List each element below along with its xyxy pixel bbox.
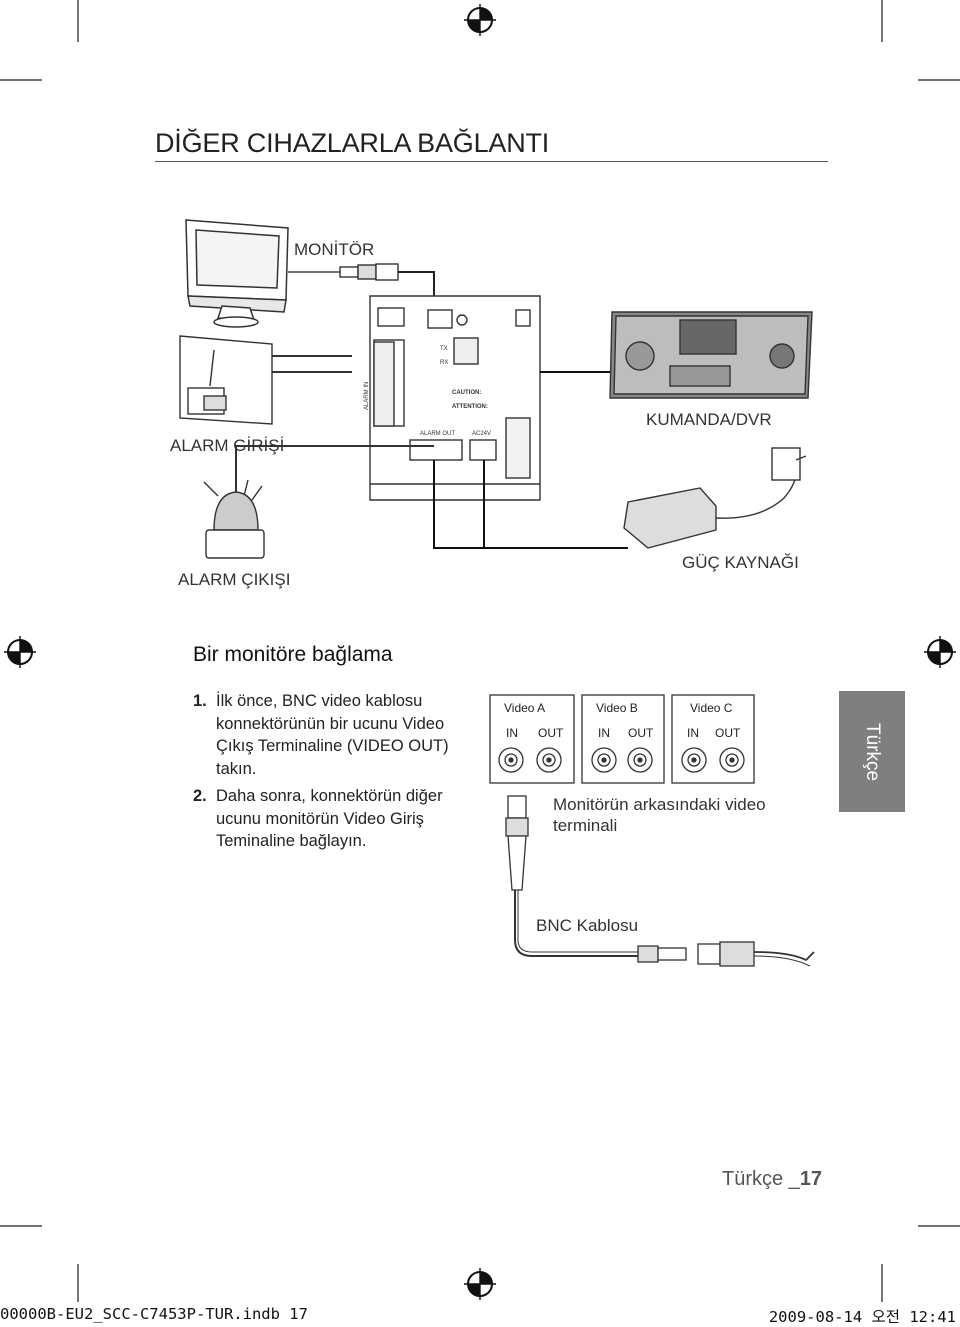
bnc-cable-icon — [505, 795, 815, 967]
video-c-in: IN — [687, 726, 699, 740]
alarm-input-label: ALARM GİRİŞİ — [170, 436, 285, 455]
alarm-input-device — [179, 335, 352, 425]
video-a-title: Video A — [504, 701, 545, 715]
crosshair-left-icon — [4, 636, 36, 668]
language-tab: Türkçe — [839, 691, 905, 812]
svg-text:AC24V: AC24V — [472, 431, 491, 437]
svg-text:ALARM IN: ALARM IN — [364, 382, 370, 410]
footer-filename: 00000B-EU2_SCC-C7453P-TUR.indb 17 — [0, 1305, 308, 1323]
svg-text:RX: RX — [440, 360, 448, 366]
crosshair-bottom-icon — [464, 1268, 496, 1300]
step-text: Daha sonra, konnektörün diğer ucunu moni… — [216, 787, 443, 850]
power-adapter-icon — [623, 447, 807, 549]
step-2: 2. Daha sonra, konnektörün diğer ucunu m… — [193, 785, 478, 853]
monitor-cable — [288, 263, 435, 306]
page-number: Türkçe _17 — [722, 1168, 822, 1191]
video-box-a — [489, 694, 575, 784]
bnc-diagram: Video A IN OUT Video B IN OUT Video C IN… — [489, 694, 815, 967]
svg-text:TX: TX — [440, 346, 448, 352]
step-text: İlk önce, BNC video kablosu konnektörünü… — [216, 692, 449, 778]
video-box-b — [581, 694, 665, 784]
monitor-label: MONİTÖR — [294, 240, 375, 259]
camera-board: TX RX CAUTION: ATTENTION: ALARM OUT AC24… — [364, 295, 541, 501]
crosshair-right-icon — [924, 636, 956, 668]
video-a-in: IN — [506, 726, 518, 740]
language-tab-label: Türkçe — [862, 722, 883, 781]
title-rule — [155, 161, 828, 162]
svg-text:ALARM OUT: ALARM OUT — [420, 431, 455, 437]
bnc-cable-label: BNC Kablosu — [536, 916, 639, 935]
video-b-title: Video B — [596, 701, 638, 715]
video-a-out: OUT — [538, 726, 564, 740]
alarm-beacon-icon — [203, 445, 434, 559]
connection-diagram: TX RX CAUTION: ATTENTION: ALARM OUT AC24… — [179, 219, 813, 559]
video-b-out: OUT — [628, 726, 654, 740]
video-box-c — [671, 694, 755, 784]
step-number: 2. — [193, 787, 207, 805]
monitor-icon — [185, 219, 289, 328]
controller-label: KUMANDA/DVR — [646, 410, 772, 429]
step-number: 1. — [193, 692, 207, 710]
crosshair-top-icon — [464, 4, 496, 36]
monitor-terminal-label: Monitörün arkasındaki video terminali — [553, 795, 766, 835]
footer-timestamp: 2009-08-14 오전 12:41 — [768, 1308, 956, 1326]
page-number-prefix: Türkçe _ — [722, 1168, 800, 1190]
video-b-in: IN — [598, 726, 610, 740]
controller-icon — [609, 311, 813, 399]
video-c-out: OUT — [715, 726, 741, 740]
page-title: DİĞER CIHAZLARLA BAĞLANTI — [155, 128, 550, 158]
alarm-output-label: ALARM ÇIKIŞI — [178, 570, 291, 589]
step-1: 1. İlk önce, BNC video kablosu konnektör… — [193, 690, 478, 780]
svg-text:ATTENTION:: ATTENTION: — [452, 404, 488, 410]
page-number-value: 17 — [799, 1168, 823, 1190]
video-c-title: Video C — [690, 701, 733, 715]
power-supply-label: GÜÇ KAYNAĞI — [682, 553, 799, 572]
section-heading: Bir monitöre bağlama — [193, 643, 393, 666]
svg-text:CAUTION:: CAUTION: — [452, 390, 481, 396]
